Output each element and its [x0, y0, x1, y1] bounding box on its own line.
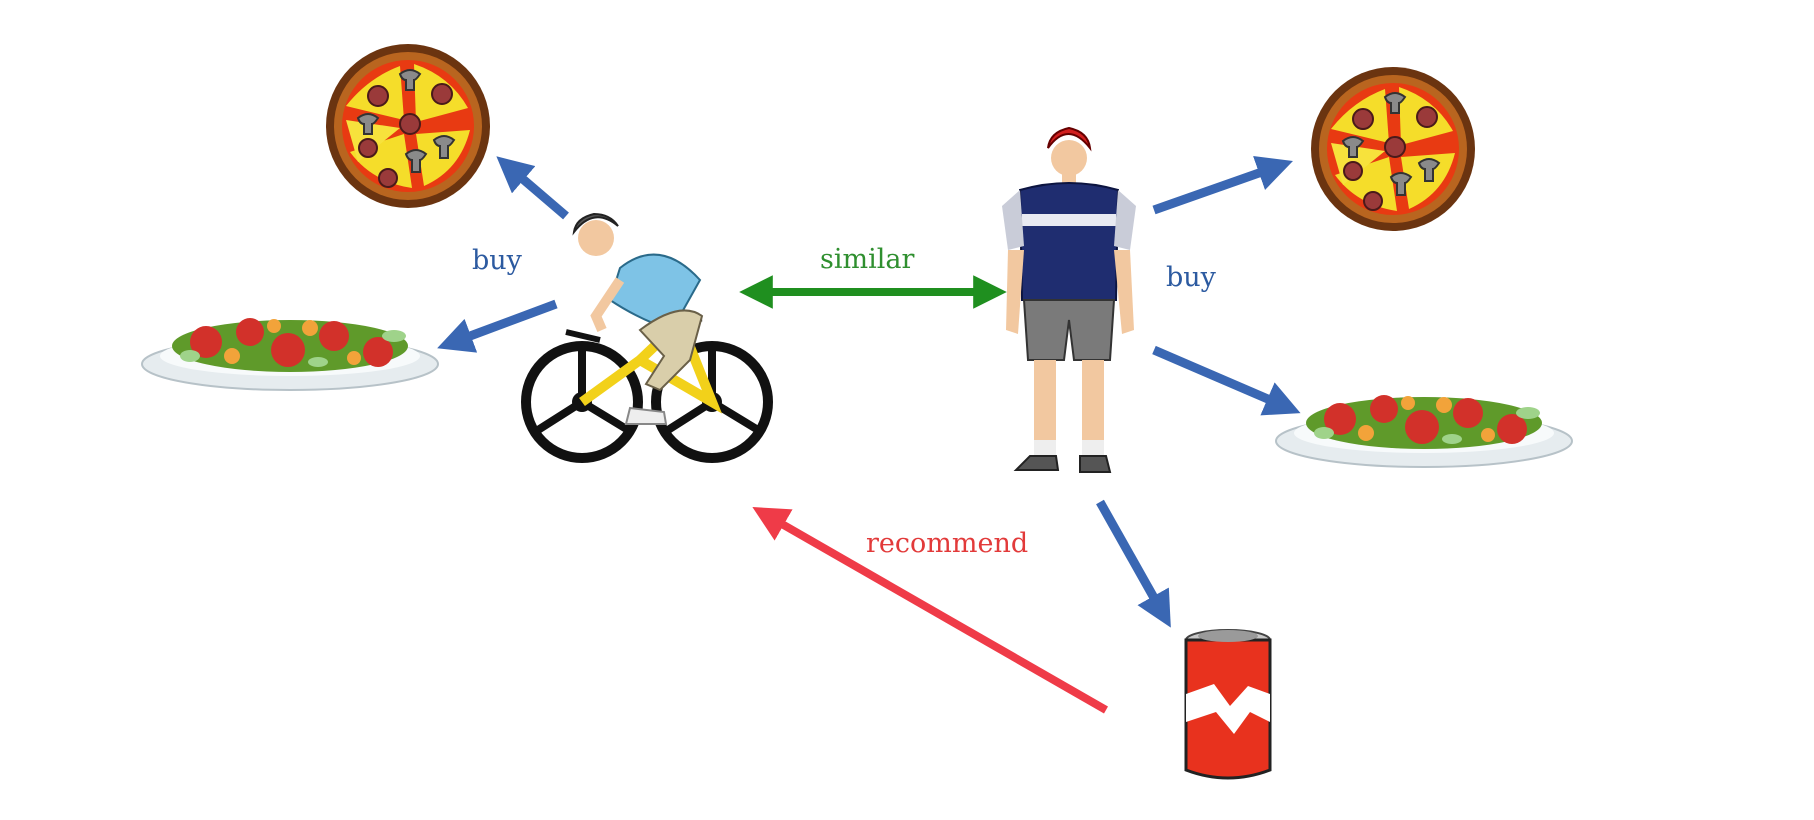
pizza-icon	[325, 43, 491, 209]
buy-arrow-left-pizza	[496, 156, 569, 220]
recommend-arrow	[752, 507, 1108, 714]
cyclist-on-bike-icon	[521, 212, 773, 463]
buy-arrow-right-salad	[1152, 345, 1301, 416]
recommend-label: recommend	[866, 528, 1029, 559]
buy-arrow-soda	[1096, 499, 1171, 628]
soda-can-icon	[1184, 629, 1272, 780]
buy-label-left: buy	[472, 245, 522, 276]
standing-cyclist-icon	[1002, 126, 1136, 473]
similar-label: similar	[820, 244, 915, 275]
buy-arrow-right-pizza	[1152, 156, 1293, 215]
salad-icon	[1275, 394, 1573, 468]
buy-arrow-left-salad	[437, 299, 558, 353]
salad-icon	[141, 317, 439, 391]
pizza-icon	[1310, 66, 1476, 232]
buy-label-right: buy	[1166, 262, 1216, 293]
